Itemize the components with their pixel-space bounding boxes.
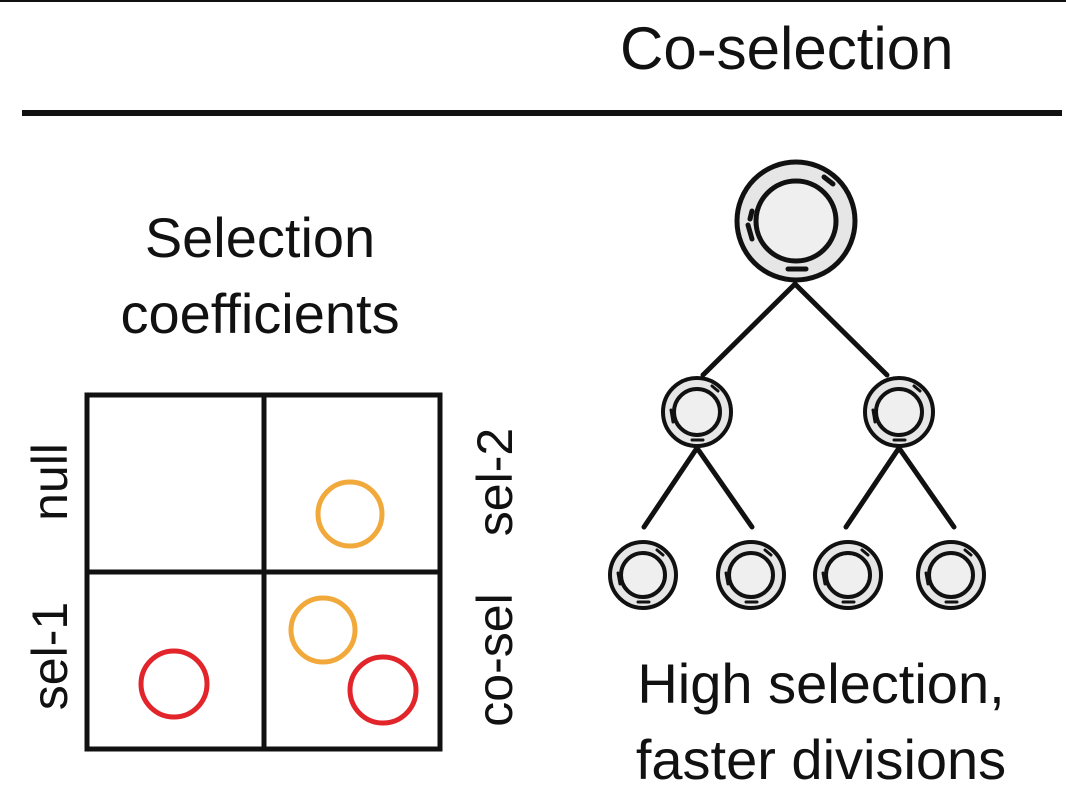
co-sel-orange-circle: [288, 595, 358, 665]
tree-edge: [843, 445, 902, 530]
tree-edge: [641, 445, 700, 530]
tree-caption-line2: faster divisions: [635, 728, 1007, 791]
tree-edge: [694, 445, 755, 530]
cell-icon: [863, 376, 935, 448]
cell-icon: [916, 540, 986, 610]
cell-icon: [813, 540, 883, 610]
selection-title-line2: coefficients: [120, 282, 400, 345]
sel-1-red-circle: [138, 648, 210, 720]
tree-edge: [700, 281, 798, 378]
co-sel-red-circle: [347, 654, 419, 726]
sel-2-orange-circle: [315, 479, 385, 549]
panel-title: Co-selection: [620, 15, 954, 82]
tree-edge: [792, 281, 890, 378]
selection-grid: [84, 392, 443, 752]
selection-coefficients-title: Selection coefficients: [80, 200, 440, 352]
tree-caption-line1: High selection,: [637, 652, 1005, 715]
cell-icon: [608, 540, 678, 610]
top-border-line: [0, 0, 1066, 2]
cell-icon: [661, 376, 733, 448]
selection-title-line1: Selection: [144, 206, 376, 269]
tree-caption: High selection, faster divisions: [576, 646, 1066, 798]
cell-icon: [716, 540, 786, 610]
cell-icon: [734, 159, 858, 283]
lineage-tree-lines: [641, 281, 957, 530]
title-divider: [22, 110, 1062, 116]
tree-edge: [896, 445, 957, 530]
